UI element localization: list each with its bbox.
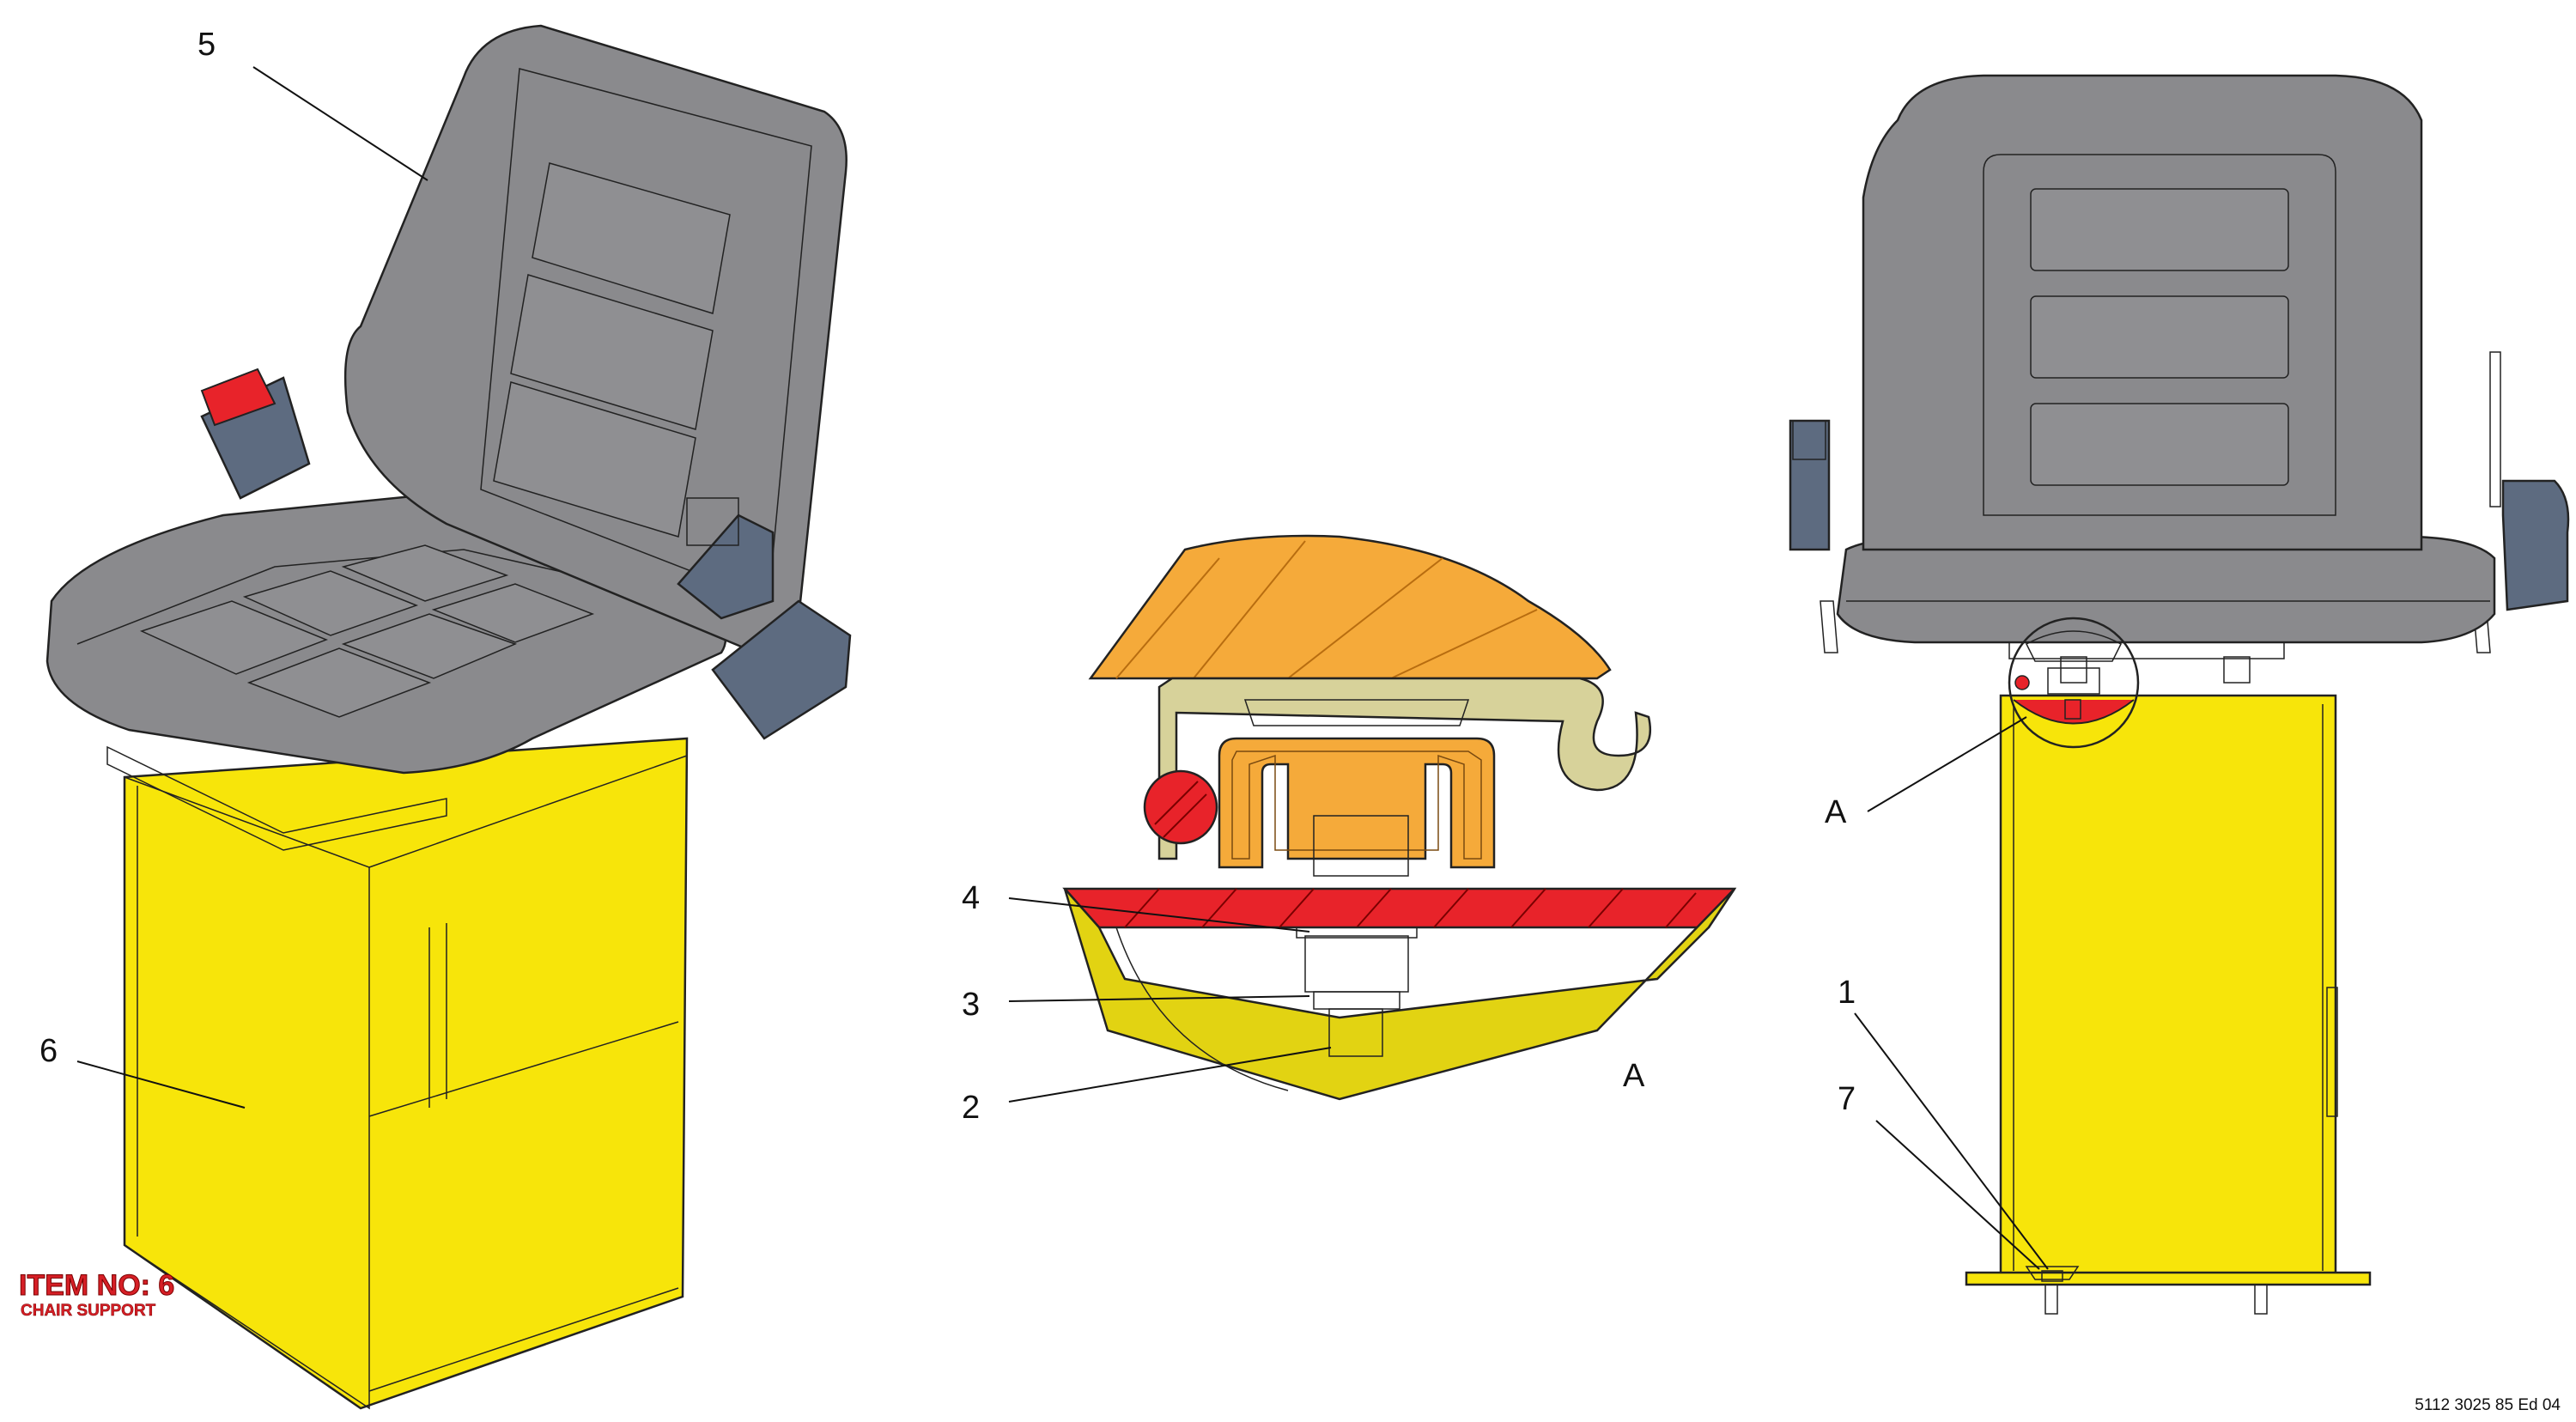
callout-7: 7 — [1838, 1081, 2040, 1270]
backrest-front — [1862, 74, 2423, 551]
callout-2: 2 — [962, 1047, 1332, 1126]
belt-buckle-iso — [200, 368, 311, 500]
callout-7-label: 7 — [1838, 1081, 1856, 1117]
slider-block-section — [1313, 815, 1409, 877]
item-note: ITEM NO: 6 CHAIR SUPPORT — [19, 1269, 175, 1321]
callout-a-label: A — [1825, 794, 1847, 830]
front-view — [1789, 74, 2570, 1315]
grey-plate-section — [1243, 699, 1470, 726]
callout-4: 4 — [962, 880, 1310, 933]
chair-support-front — [1965, 694, 2372, 1315]
callout-5: 5 — [197, 27, 428, 181]
callout-3: 3 — [962, 987, 1310, 1023]
channel-profile-section — [1218, 737, 1496, 869]
nut-section — [1304, 935, 1409, 993]
backrest-iso — [343, 24, 848, 654]
seat-rail-section — [1157, 677, 1651, 860]
callout-4-label: 4 — [962, 880, 980, 916]
lock-knob-section — [1143, 769, 1218, 845]
callout-a: A — [1825, 716, 2027, 830]
item-note-subtitle: CHAIR SUPPORT — [21, 1302, 156, 1320]
belt-buckle-front — [1789, 419, 1831, 551]
document-reference: 5112 3025 85 Ed 04 — [2415, 1396, 2561, 1414]
isometric-view — [46, 24, 852, 1410]
callout-6: 6 — [39, 1033, 246, 1109]
callout-3-label: 3 — [962, 987, 980, 1023]
belt-retractor-iso — [677, 497, 852, 740]
support-body-section — [1063, 888, 1736, 1101]
callout-1-label: 1 — [1838, 975, 1856, 1011]
detail-a-section — [1062, 534, 1737, 1101]
callout-6-label: 6 — [39, 1033, 58, 1069]
item-note-title: ITEM NO: 6 — [19, 1269, 174, 1302]
detail-a-label: A — [1623, 1058, 1645, 1094]
washer-section — [1296, 927, 1418, 939]
support-top-section — [1062, 887, 1737, 929]
callout-2-label: 2 — [962, 1090, 980, 1126]
callout-5-label: 5 — [197, 27, 216, 63]
belt-retractor-front — [2489, 351, 2570, 611]
cushion-section — [1088, 534, 1612, 680]
seat-cushion-front — [1836, 535, 2496, 644]
chair-support-iso — [123, 737, 689, 1410]
bolt-section — [1328, 1008, 1383, 1057]
seat-rail-iso — [106, 745, 447, 851]
detail-a-circle — [2008, 617, 2140, 749]
callout-1: 1 — [1838, 975, 2049, 1270]
